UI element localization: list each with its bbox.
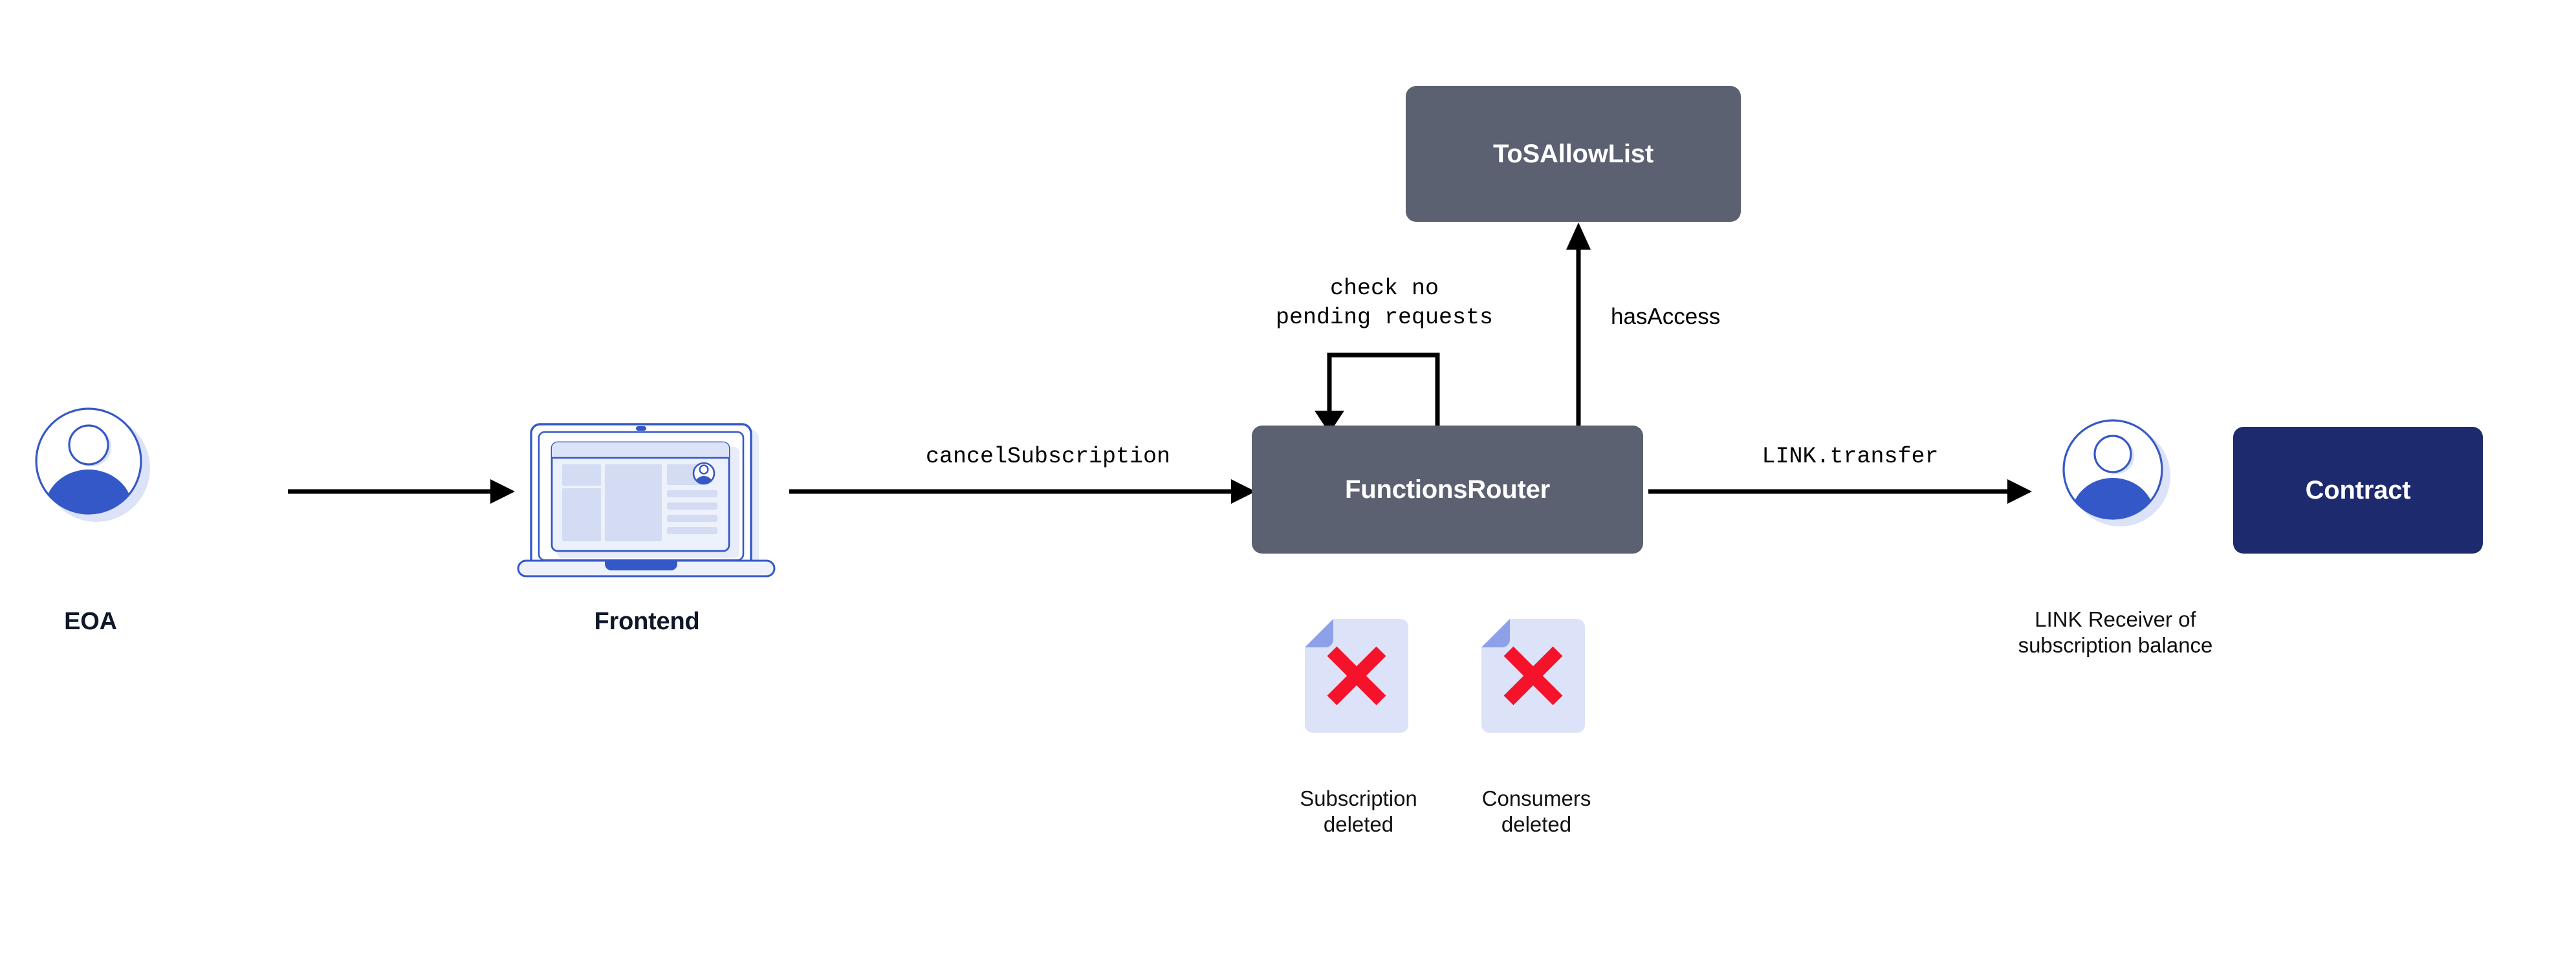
laptop-icon	[517, 423, 776, 578]
user-avatar-icon	[35, 407, 150, 522]
tos-allow-list-node[interactable]: ToSAllowList	[1406, 86, 1741, 222]
edge-router-to-tos	[1559, 220, 1598, 430]
document-deleted-icon	[1305, 619, 1408, 733]
link-receiver-caption: LINK Receiver of subscription balance	[1999, 607, 2232, 659]
consumers-deleted-icon-wrap	[1481, 618, 1585, 734]
edge-label-cancel-subscription: cancelSubscription	[925, 444, 1171, 470]
edge-router-self-loop	[1313, 349, 1456, 433]
consumers-deleted-line2: deleted	[1501, 812, 1572, 837]
consumers-deleted-caption: Consumers deleted	[1443, 786, 1630, 838]
edge-label-link-transfer: LINK.transfer	[1762, 444, 1939, 470]
tos-allow-list-label: ToSAllowList	[1493, 139, 1654, 168]
link-receiver-caption-line2: subscription balance	[2018, 633, 2213, 658]
contract-node[interactable]: Contract	[2233, 427, 2483, 554]
eoa-avatar	[34, 406, 150, 523]
contract-label: Contract	[2305, 475, 2411, 504]
edge-eoa-to-frontend	[285, 475, 518, 508]
edge-frontend-to-router	[786, 475, 1258, 508]
functions-router-label: FunctionsRouter	[1345, 475, 1550, 504]
frontend-label: Frontend	[594, 608, 700, 635]
edge-label-check-no-pending-line2: pending requests	[1275, 305, 1494, 330]
subscription-deleted-caption: Subscription deleted	[1265, 786, 1452, 838]
edge-label-has-access: hasAccess	[1611, 304, 1721, 329]
consumers-deleted-line1: Consumers	[1481, 786, 1591, 810]
document-deleted-icon	[1481, 619, 1585, 733]
subscription-deleted-line2: deleted	[1323, 812, 1394, 837]
eoa-label: EOA	[64, 608, 117, 635]
user-avatar-icon	[2062, 419, 2170, 526]
edge-router-to-receiver	[1646, 475, 2035, 508]
frontend-laptop	[514, 406, 780, 581]
edge-label-check-no-pending-line1: check no	[1329, 275, 1439, 301]
link-receiver-caption-line1: LINK Receiver of	[2035, 607, 2196, 631]
link-receiver-avatar	[2060, 417, 2170, 527]
functions-router-node[interactable]: FunctionsRouter	[1252, 426, 1643, 554]
subscription-deleted-icon-wrap	[1305, 618, 1408, 734]
subscription-deleted-line1: Subscription	[1300, 786, 1417, 810]
